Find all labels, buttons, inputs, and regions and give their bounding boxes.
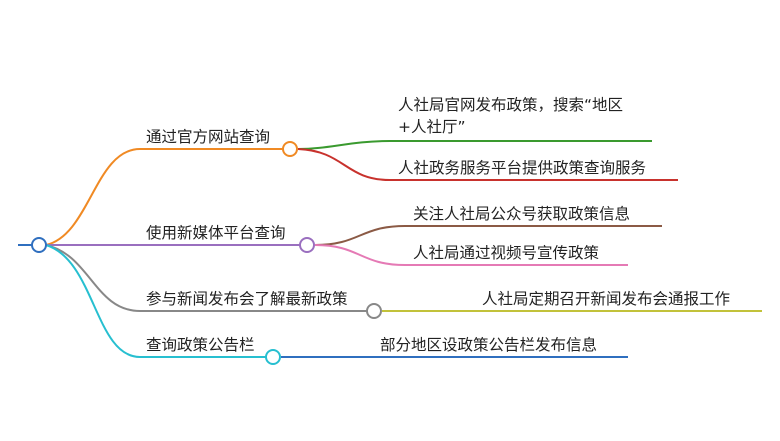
root-node-circle[interactable] (31, 237, 47, 253)
edge-branch-2-child-1 (314, 225, 662, 246)
leaf-2-2-label[interactable]: 人社局通过视频号宣传政策 (413, 244, 600, 262)
edge-branch-1-child-2 (297, 148, 678, 181)
branch-4-label[interactable]: 查询政策公告栏 (146, 336, 255, 354)
edge-root-branch-4 (45, 244, 141, 358)
leaf-2-1-label[interactable]: 关注人社局公众号获取政策信息 (413, 205, 631, 223)
leaf-1-1-label-line2[interactable]: +人社厅” (398, 118, 466, 136)
branch-2-toggle[interactable] (299, 237, 315, 253)
leaf-1-2-label[interactable]: 人社政务服务平台提供政策查询服务 (398, 159, 647, 177)
branch-2-label[interactable]: 使用新媒体平台查询 (146, 224, 286, 242)
edge-root-branch-1 (45, 148, 141, 246)
branch-1-toggle[interactable] (282, 141, 298, 157)
branch-1-label[interactable]: 通过官方网站查询 (146, 128, 271, 146)
branch-3-label[interactable]: 参与新闻发布会了解最新政策 (146, 290, 348, 308)
edge-branch-2-child-2 (314, 244, 628, 266)
branch-3-toggle[interactable] (366, 303, 382, 319)
leaf-3-1-label[interactable]: 人社局定期召开新闻发布会通报工作 (482, 290, 731, 308)
leaf-1-1-label-line1[interactable]: 人社局官网发布政策，搜索“地区 (398, 96, 624, 114)
branch-4-toggle[interactable] (265, 349, 281, 365)
edge-root-branch-3 (45, 244, 141, 312)
edge-branch-1-child-1 (297, 140, 652, 150)
leaf-4-1-label[interactable]: 部分地区设政策公告栏发布信息 (380, 336, 598, 354)
